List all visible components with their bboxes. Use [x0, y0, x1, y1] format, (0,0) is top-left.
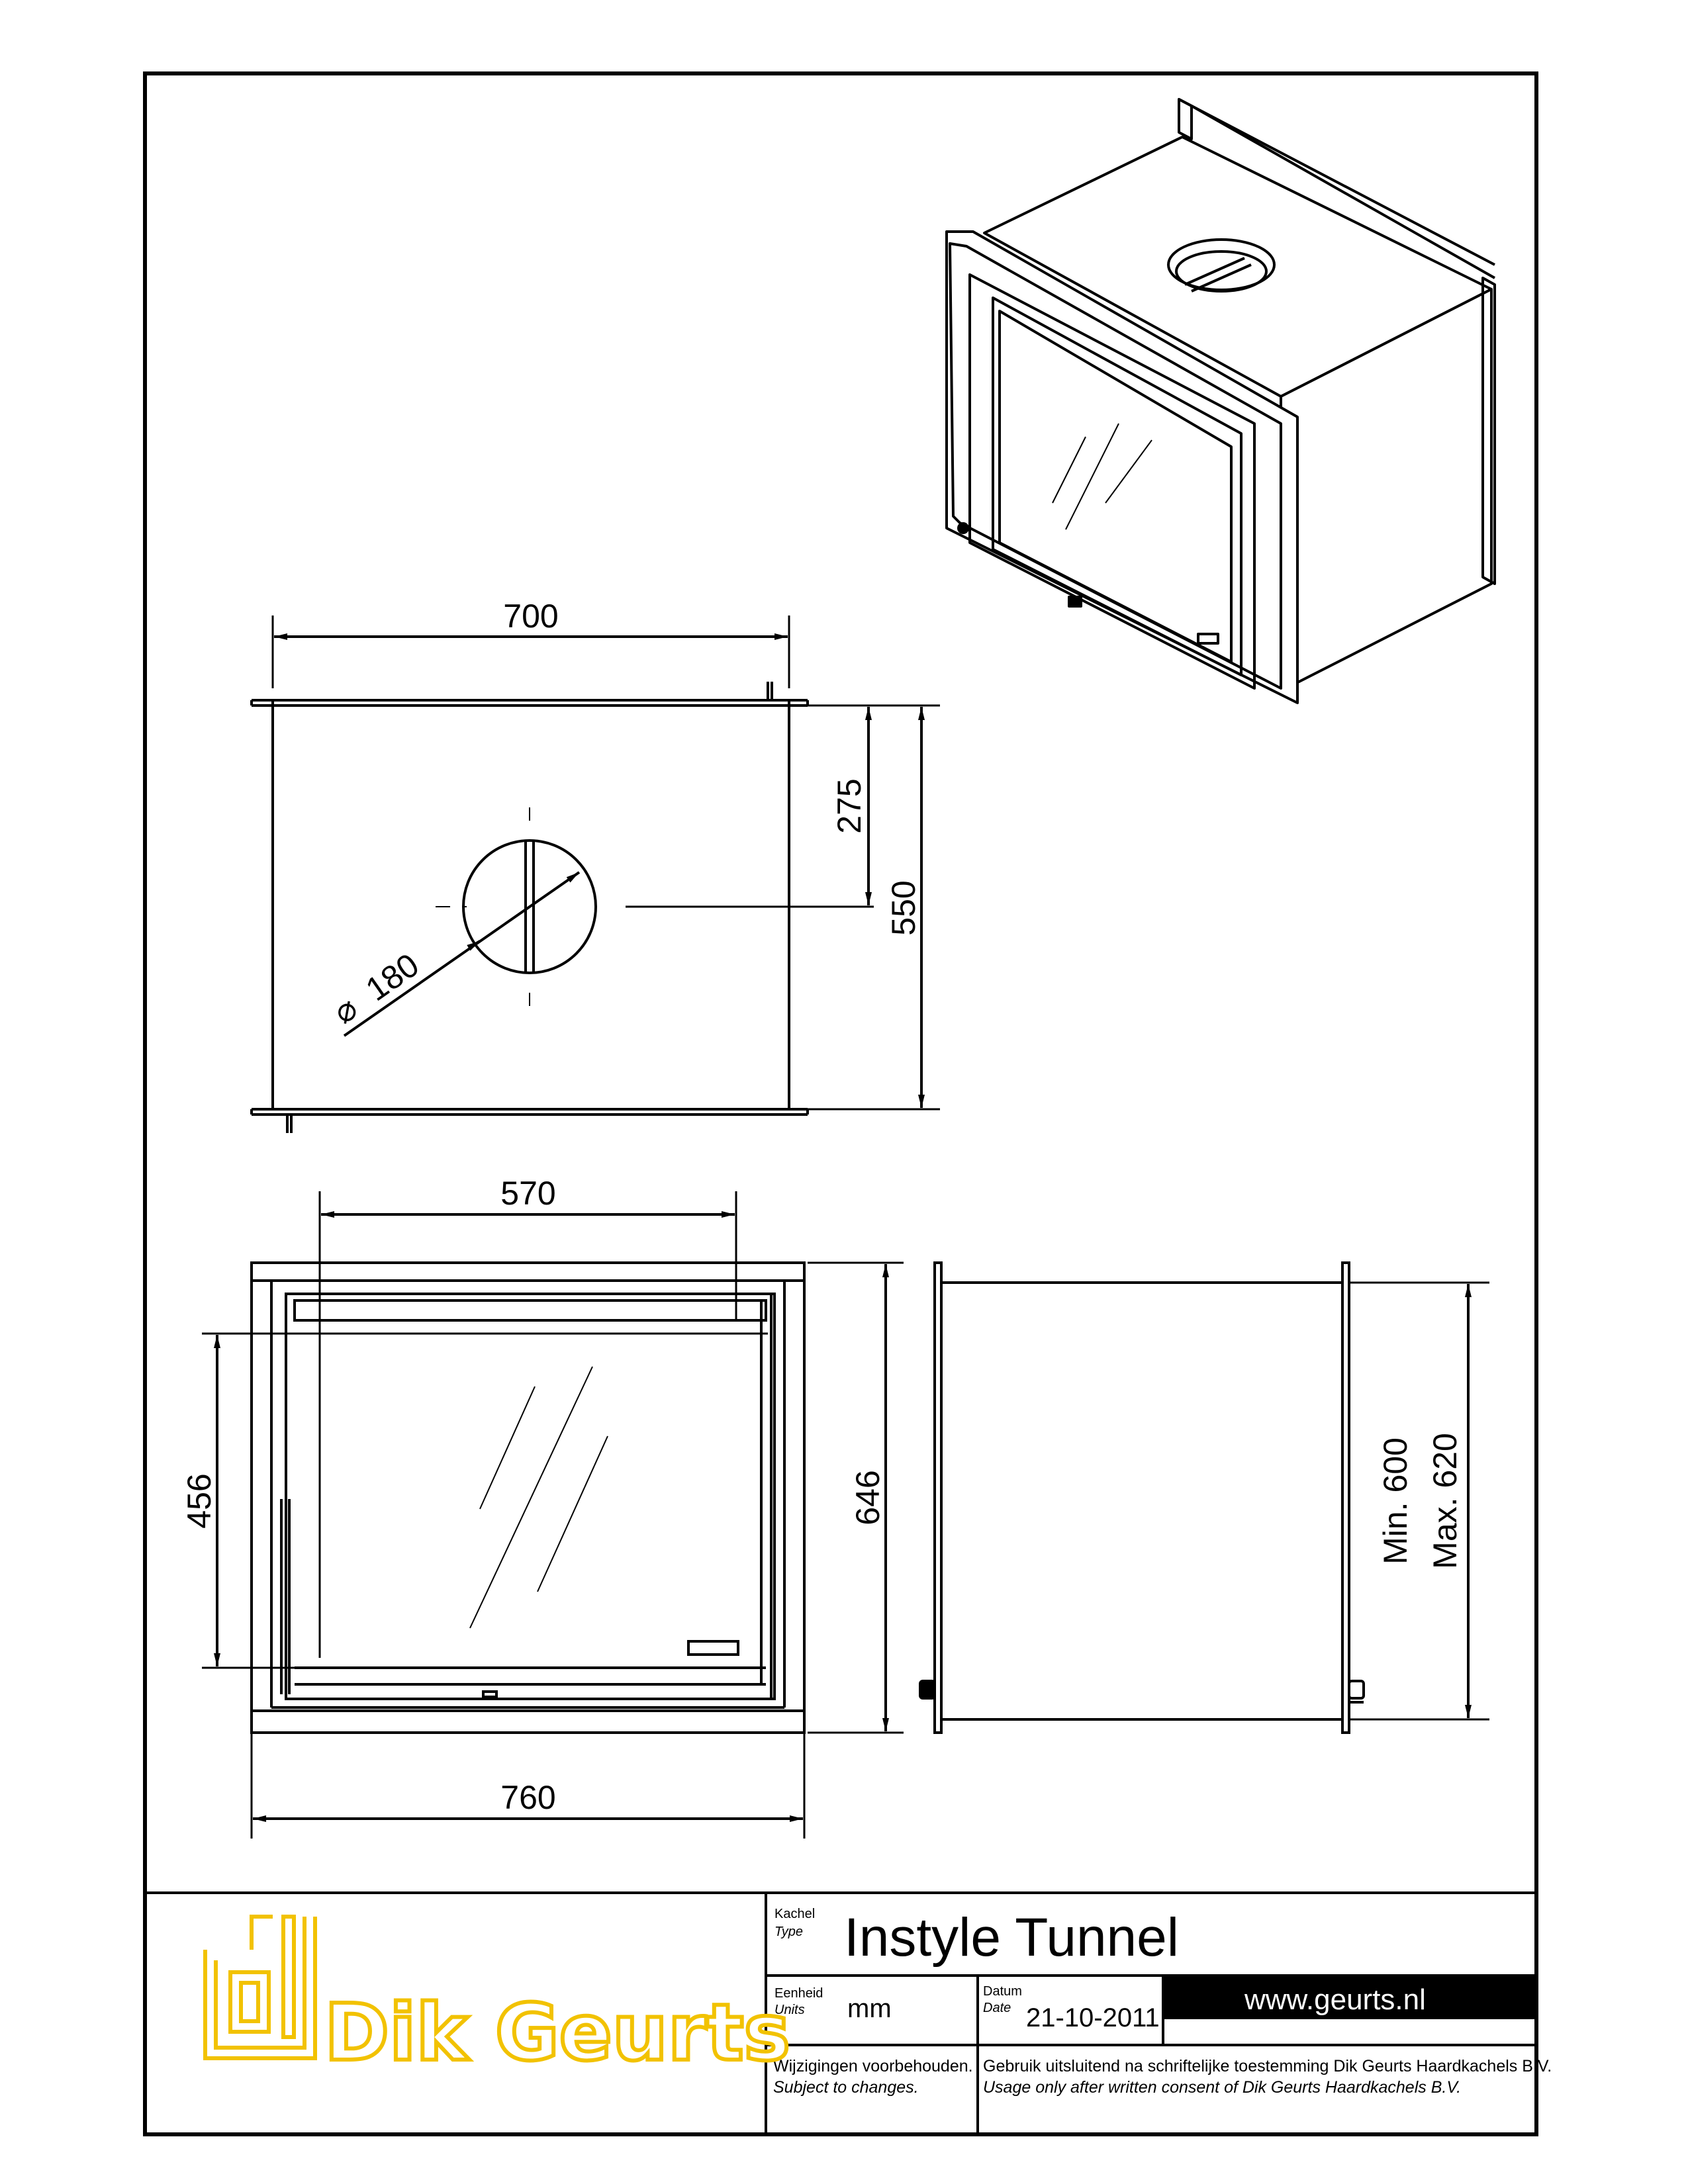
consent-en: Usage only after written consent of Dik …: [983, 2078, 1461, 2097]
date-label-en: Date: [983, 2001, 1011, 2015]
logo-mark: [203, 1915, 317, 2060]
dim-side-max: Max. 620: [1427, 1433, 1464, 1569]
changes-nl: Wijzigingen voorbehouden.: [773, 2057, 973, 2075]
flue-diameter-leader: [343, 871, 581, 1037]
front-view: [250, 1261, 806, 1734]
dim-side-min: Min. 600: [1377, 1437, 1414, 1565]
dim-front-width: 760: [500, 1779, 555, 1816]
date-label-nl: Datum: [983, 1984, 1022, 1999]
top-view: [250, 682, 874, 1133]
website: www.geurts.nl: [1244, 1983, 1426, 2016]
dim-front-height: 646: [849, 1470, 886, 1525]
dim-front-glass-height: 456: [181, 1473, 218, 1528]
date-value: 21-10-2011: [1026, 2003, 1160, 2032]
website-box: [1163, 1976, 1536, 2019]
dim-front-inner-width: 570: [500, 1175, 555, 1212]
side-view: [919, 1261, 1365, 1734]
consent-nl: Gebruik uitsluitend na schriftelijke toe…: [983, 2057, 1552, 2075]
dim-top-offset: 275: [831, 778, 868, 833]
type-label-nl: Kachel: [774, 1907, 815, 1921]
units-value: mm: [847, 1994, 892, 2023]
type-label-en: Type: [774, 1925, 803, 1939]
brand-text: Dik Geurts: [324, 1987, 790, 2078]
dim-top-width: 700: [503, 598, 558, 635]
type-value: Instyle Tunnel: [844, 1907, 1179, 1968]
units-label-en: Units: [774, 2003, 805, 2017]
dim-top-depth: 550: [885, 880, 922, 935]
sheet-border: [143, 71, 1538, 2136]
changes-en: Subject to changes.: [773, 2078, 919, 2097]
isometric-view: [945, 98, 1496, 704]
dik-geurts-logo: Dik Geurts: [203, 1915, 792, 2080]
units-label-nl: Eenheid: [774, 1986, 823, 2001]
